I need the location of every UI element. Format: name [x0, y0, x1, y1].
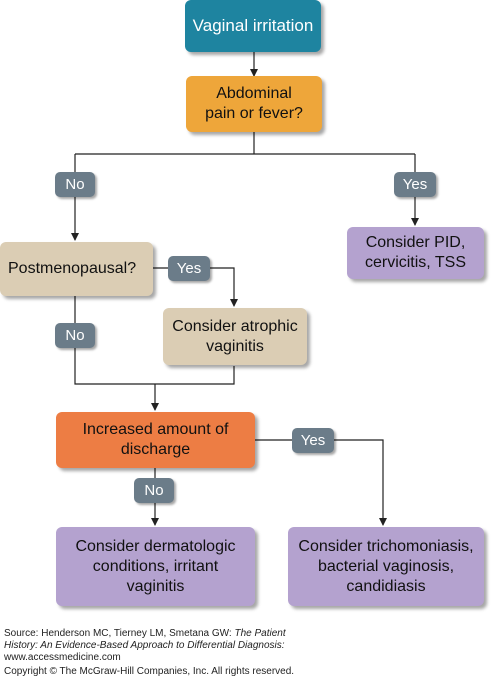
node-abdominal-pain: Abdominal pain or fever? — [186, 76, 322, 132]
label-yes-discharge-text: Yes — [300, 432, 326, 449]
node-dermatologic-text: Consider dermatologic conditions, irrita… — [75, 537, 236, 595]
label-no-discharge-text: No — [144, 482, 164, 499]
label-no-postmenopausal-text: No — [65, 327, 85, 344]
footer-source-line-2: History: An Evidence-Based Approach to D… — [4, 639, 285, 652]
label-yes-abdominal-text: Yes — [402, 176, 428, 193]
node-abdominal-pain-text: Abdominal pain or fever? — [205, 85, 303, 122]
label-yes-abdominal: Yes — [394, 172, 436, 197]
label-yes-discharge: Yes — [292, 428, 334, 453]
label-no-discharge: No — [134, 478, 174, 503]
node-postmenopausal: Postmenopausal? — [0, 242, 153, 296]
label-no-postmenopausal: No — [55, 323, 95, 348]
footer-source-line-1: Source: Henderson MC, Tierney LM, Smetan… — [4, 627, 286, 640]
node-discharge-text: Increased amount of discharge — [82, 421, 229, 458]
label-yes-postmenopausal-text: Yes — [176, 260, 202, 277]
footer-url[interactable]: www.accessmedicine.com — [4, 651, 121, 664]
footer-copyright-text: Copyright © The McGraw-Hill Companies, I… — [4, 666, 295, 677]
node-pid: Consider PID, cervicitis, TSS — [347, 227, 484, 279]
label-yes-postmenopausal: Yes — [168, 256, 210, 281]
node-dermatologic: Consider dermatologic conditions, irrita… — [56, 527, 255, 606]
footer-source-prefix: Source: Henderson MC, Tierney LM, Smetan… — [4, 628, 235, 639]
node-postmenopausal-text: Postmenopausal? — [8, 260, 137, 277]
node-pid-text: Consider PID, cervicitis, TSS — [364, 234, 467, 271]
footer-source-title-1: The Patient — [234, 628, 286, 639]
label-no-abdominal: No — [55, 172, 95, 197]
footer-copyright: Copyright © The McGraw-Hill Companies, I… — [4, 665, 294, 678]
footer-url-text[interactable]: www.accessmedicine.com — [4, 652, 121, 663]
node-atrophic-text: Consider atrophic vaginitis — [172, 317, 298, 355]
label-no-abdominal-text: No — [65, 176, 85, 193]
node-vaginal-irritation: Vaginal irritation — [185, 0, 321, 52]
node-trich-text: Consider trichomoniasis, bacterial vagin… — [298, 537, 474, 595]
node-atrophic: Consider atrophic vaginitis — [163, 308, 307, 365]
node-trich: Consider trichomoniasis, bacterial vagin… — [288, 527, 484, 606]
node-vaginal-irritation-text: Vaginal irritation — [192, 16, 314, 35]
node-discharge: Increased amount of discharge — [56, 412, 255, 468]
footer-source-title-2: History: An Evidence-Based Approach to D… — [4, 640, 285, 651]
